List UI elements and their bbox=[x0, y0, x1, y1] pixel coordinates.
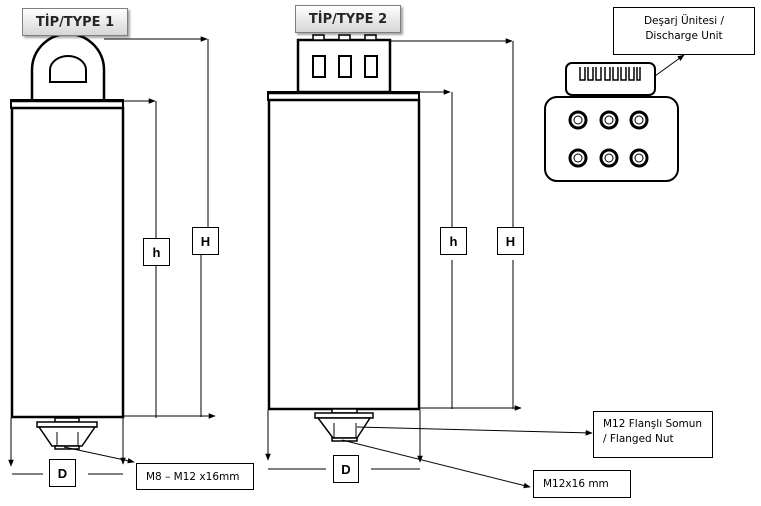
type1-bottom-stud bbox=[36, 417, 98, 450]
type1-label-D: D bbox=[49, 459, 76, 487]
type2-terminal-slot bbox=[364, 55, 378, 78]
type2-capacitor bbox=[267, 34, 421, 442]
type2-label-H: H bbox=[497, 227, 524, 255]
type2-label-D: D bbox=[333, 455, 359, 483]
type1-label-h: h bbox=[143, 238, 170, 266]
type1-label-H: H bbox=[192, 227, 219, 255]
discharge-unit-body bbox=[544, 96, 679, 182]
type2-nut-note-line1: M12 Flanşlı Somun bbox=[603, 418, 703, 430]
discharge-unit-note-line2: Discharge Unit bbox=[645, 30, 723, 42]
discharge-unit-terminals bbox=[568, 110, 649, 168]
type1-dimensions bbox=[8, 36, 216, 475]
type1-terminal-note: M8 – M12 x16mm bbox=[136, 463, 254, 490]
discharge-unit-note-line1: Deşarj Ünitesi / bbox=[643, 15, 725, 27]
type1-title: TİP/TYPE 1 bbox=[22, 8, 128, 36]
type1-lug-hole bbox=[49, 55, 87, 83]
type2-terminal-note: M12x16 mm bbox=[533, 470, 631, 498]
type2-terminal-slot bbox=[312, 55, 326, 78]
type2-nut-note: M12 Flanşlı Somun / Flanged Nut bbox=[593, 411, 713, 458]
type1-can-body bbox=[10, 106, 125, 419]
type2-label-h: h bbox=[440, 227, 467, 255]
discharge-unit-drawing bbox=[544, 54, 685, 182]
discharge-unit-note: Deşarj Ünitesi / Discharge Unit bbox=[613, 7, 755, 55]
discharge-unit-fins bbox=[579, 67, 641, 81]
type2-dimensions bbox=[265, 38, 593, 489]
type2-flanged-nut bbox=[314, 408, 374, 442]
type2-terminal-slot bbox=[338, 55, 352, 78]
type1-capacitor bbox=[10, 32, 125, 450]
type2-can-body bbox=[267, 98, 421, 411]
type2-nut-note-line2: / Flanged Nut bbox=[603, 433, 674, 445]
type2-title: TİP/TYPE 2 bbox=[295, 5, 401, 33]
